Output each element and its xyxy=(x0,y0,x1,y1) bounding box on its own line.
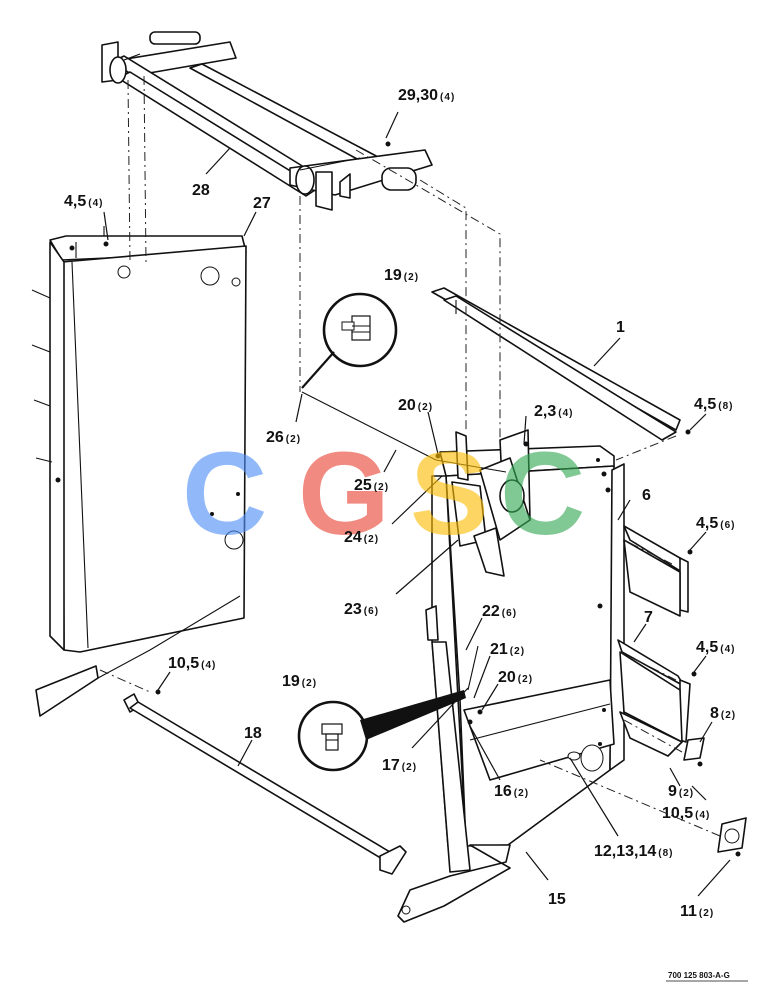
part-27-left-side-panel xyxy=(31,226,247,717)
part-7-bracket xyxy=(617,639,691,757)
watermark: C G S C xyxy=(182,428,585,560)
callout-7: 7 xyxy=(644,609,653,626)
callout-22: 22(6) xyxy=(482,603,517,620)
callout-11: 11(2) xyxy=(680,903,714,920)
callout-18: 18 xyxy=(244,725,262,742)
callout-21: 21(2) xyxy=(490,641,525,658)
callout-29-30: 29,30(4) xyxy=(398,87,455,104)
watermark-letter-s: S xyxy=(410,428,489,560)
callout-labels: 29,30(4) 28 4,5(4) 27 19(2) 1 4,5(8) 20(… xyxy=(64,87,736,920)
part-25-26-cable xyxy=(301,391,507,691)
part-18-rod xyxy=(123,693,407,875)
part-11-plate xyxy=(717,817,747,853)
callout-4-5-right-mid: 4,5(6) xyxy=(696,515,735,532)
callout-20-lower: 20(2) xyxy=(498,669,533,686)
callout-19-upper: 19(2) xyxy=(384,267,419,284)
callout-23: 23(6) xyxy=(344,601,379,618)
callout-8: 8(2) xyxy=(710,705,736,722)
callout-28: 28 xyxy=(192,182,210,199)
callout-10-5-right: 10,5(4) xyxy=(662,805,710,822)
alignment-lines xyxy=(99,75,721,837)
figure-reference-number: 700 125 803-A-G xyxy=(668,971,730,980)
callout-24: 24(2) xyxy=(344,529,379,546)
right-side-panel-assembly xyxy=(397,429,625,923)
callout-15: 15 xyxy=(548,891,566,908)
watermark-letter-c1: C xyxy=(182,428,267,560)
callout-19-lower: 19(2) xyxy=(282,673,317,690)
callout-16: 16(2) xyxy=(494,783,529,800)
callout-9: 9(2) xyxy=(668,783,694,800)
callout-4-5-top-left: 4,5(4) xyxy=(64,193,103,210)
callout-4-5-right-low: 4,5(4) xyxy=(696,639,735,656)
callout-25: 25(2) xyxy=(354,477,389,494)
part-28-carrier-frame xyxy=(101,31,433,211)
watermark-letter-c2: C xyxy=(500,428,585,560)
callout-4-5-right-top: 4,5(8) xyxy=(694,396,733,413)
part-6-bracket xyxy=(623,525,689,617)
leader-lines xyxy=(103,111,731,897)
callout-12-13-14: 12,13,14(8) xyxy=(594,843,674,860)
part-8-plate xyxy=(683,737,705,761)
fasteners xyxy=(55,141,741,857)
detail-circle-upper xyxy=(301,292,398,389)
part-1-angle xyxy=(431,287,681,441)
callout-20-upper: 20(2) xyxy=(398,397,433,414)
callout-6: 6 xyxy=(642,487,651,504)
callout-26: 26(2) xyxy=(266,429,301,446)
callout-1: 1 xyxy=(616,319,625,336)
callout-27: 27 xyxy=(253,195,271,212)
callout-2-3: 2,3(4) xyxy=(534,403,573,420)
callout-10-5-left: 10,5(4) xyxy=(168,655,216,672)
watermark-letter-g: G xyxy=(298,428,390,560)
callout-17: 17(2) xyxy=(382,757,417,774)
detail-circle-lower xyxy=(297,690,466,772)
